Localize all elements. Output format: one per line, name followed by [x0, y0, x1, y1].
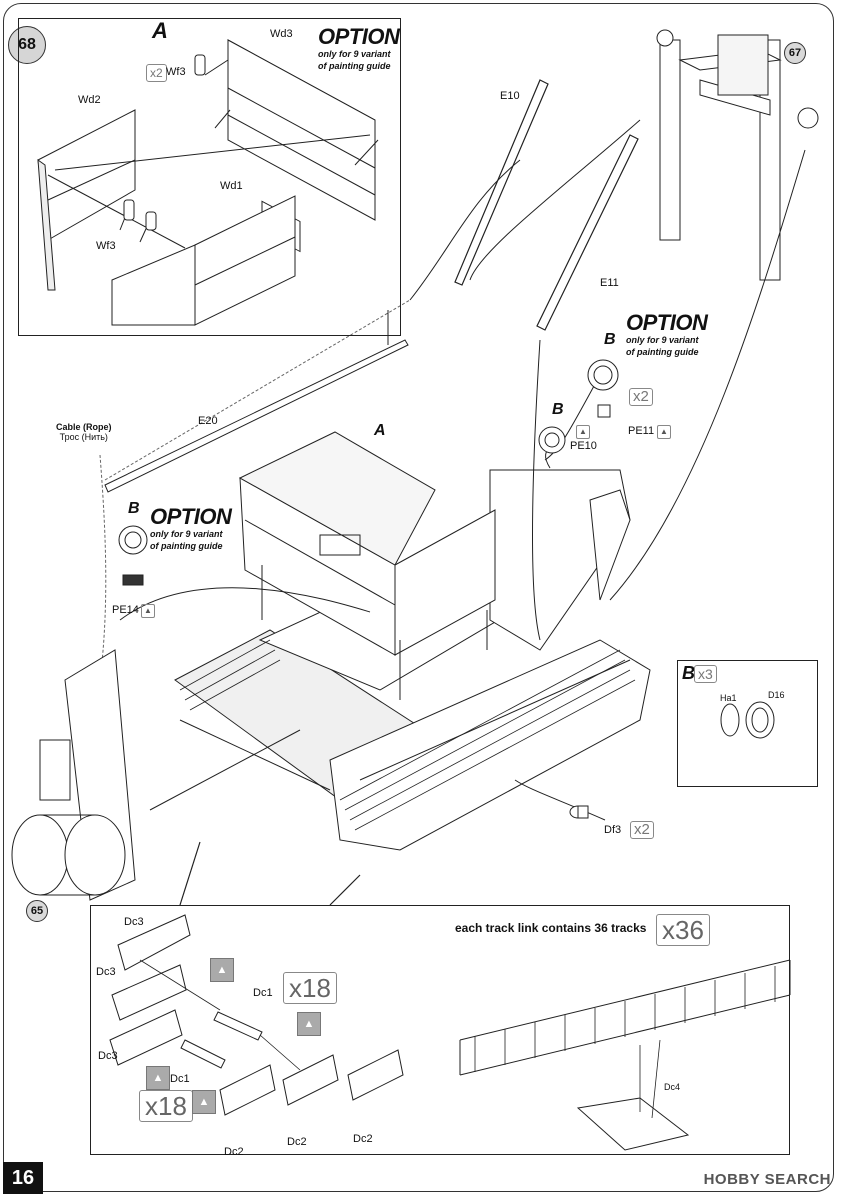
qty-df3: x2 — [630, 821, 654, 839]
track-heading: each track link contains 36 tracks — [455, 921, 647, 935]
track-treads — [179, 639, 636, 831]
cable-label-en: Cable (Rope) — [56, 422, 112, 432]
ref-step-65: 65 — [26, 900, 48, 922]
part-label-dc2-2: Dc2 — [287, 1136, 307, 1148]
track-panel — [90, 905, 790, 1155]
panel-a — [18, 18, 401, 336]
glue-icon-2: ▲ — [297, 1012, 321, 1036]
right-option-line-1: only for 9 variant — [626, 335, 699, 345]
left-option-line-2: of painting guide — [150, 541, 223, 551]
option-title: OPTION — [318, 24, 400, 49]
e10-e11-rods — [454, 79, 639, 331]
panel-b-parts — [720, 701, 775, 739]
option-line-1: only for 9 variant — [318, 49, 391, 59]
part-label-pe10: PE10 — [570, 440, 597, 452]
part-label-d16: D16 — [768, 690, 785, 700]
part-label-e11: E11 — [600, 277, 619, 289]
part-label-ha1: Ha1 — [720, 693, 737, 703]
watermark: HOBBY SEARCH — [703, 1171, 831, 1188]
step-number: 68 — [8, 26, 46, 64]
part-label-e20: E20 — [198, 415, 218, 427]
photo-etch-icon-pe11: ▲ — [657, 425, 671, 439]
part-label-wd1: Wd1 — [220, 180, 243, 192]
qty-18-1: x18 — [283, 972, 337, 1004]
wf3-pins — [123, 54, 206, 231]
qty-wf3: x2 — [146, 64, 167, 82]
part-label-dc3-2: Dc3 — [96, 966, 116, 978]
b-lamps — [118, 359, 619, 586]
cab-letter-a: A — [374, 422, 386, 439]
part-label-pe11: PE11 — [628, 425, 655, 437]
cable-rope — [99, 454, 107, 681]
option-line-2: of painting guide — [318, 61, 391, 71]
right-option-letter-b: B — [604, 331, 616, 348]
left-option: OPTION only for 9 variant of painting gu… — [150, 504, 232, 552]
part-label-e10: E10 — [500, 90, 520, 102]
part-label-dc2-1: Dc2 — [224, 1146, 244, 1158]
glue-icon-4: ▲ — [192, 1090, 216, 1114]
photo-etch-icon-pe14: ▲ — [141, 604, 155, 618]
page-frame — [3, 3, 834, 1192]
track-link-parts — [109, 914, 791, 1151]
qty-18-2: x18 — [139, 1090, 193, 1122]
panel-a-arrows — [47, 59, 379, 249]
page-number: 16 — [3, 1162, 43, 1194]
part-label-wf3-top: Wf3 — [166, 66, 186, 78]
part-label-wd2: Wd2 — [78, 94, 101, 106]
glue-icon-3: ▲ — [146, 1066, 170, 1090]
left-option-title: OPTION — [150, 504, 232, 529]
part-label-wd3: Wd3 — [270, 28, 293, 40]
center-option-letter-b: B — [552, 401, 564, 418]
part-label-dc3-1: Dc3 — [124, 916, 144, 928]
e20-rod — [104, 339, 409, 493]
winch-65 — [11, 649, 136, 901]
panel-b-qty: x3 — [694, 665, 717, 683]
part-label-dc3-3: Dc3 — [98, 1050, 118, 1062]
part-label-dc4: Dc4 — [664, 1082, 681, 1092]
panel-a-option: OPTION only for 9 variant of painting gu… — [318, 24, 400, 72]
right-option: OPTION only for 9 variant of painting gu… — [626, 310, 708, 358]
qty-36: x36 — [656, 914, 710, 946]
part-label-dc1-2: Dc1 — [170, 1073, 190, 1085]
ref-step-67: 67 — [784, 42, 806, 64]
photo-etch-icon-pe10-top: ▲ — [576, 425, 590, 439]
right-option-qty: x2 — [629, 388, 653, 406]
panel-b-letter: B — [682, 663, 695, 683]
part-label-dc1-1: Dc1 — [253, 987, 273, 999]
right-option-line-2: of painting guide — [626, 347, 699, 357]
left-option-letter-b: B — [128, 500, 140, 517]
glue-icon-1: ▲ — [210, 958, 234, 982]
part-label-pe14: PE14 — [112, 604, 139, 616]
part-label-df3: Df3 — [604, 824, 622, 836]
cab-walls-on-tractor — [238, 431, 496, 656]
df3-part — [569, 805, 589, 819]
left-option-line-1: only for 9 variant — [150, 529, 223, 539]
cable-label-ru: Трос (Нить) — [59, 432, 108, 442]
rear-frame-67 — [656, 29, 819, 281]
track-chain-links — [139, 959, 776, 1119]
right-option-title: OPTION — [626, 310, 708, 335]
cable-label: Cable (Rope) Трос (Нить) — [56, 422, 112, 442]
part-label-dc2-3: Dc2 — [353, 1133, 373, 1145]
cab-walls-assembly — [37, 39, 376, 326]
track-panel-callout — [179, 841, 361, 906]
assembly-arrows — [119, 119, 806, 821]
panel-b — [677, 660, 818, 787]
part-label-wf3-bottom: Wf3 — [96, 240, 116, 252]
panel-a-letter: A — [152, 18, 168, 43]
